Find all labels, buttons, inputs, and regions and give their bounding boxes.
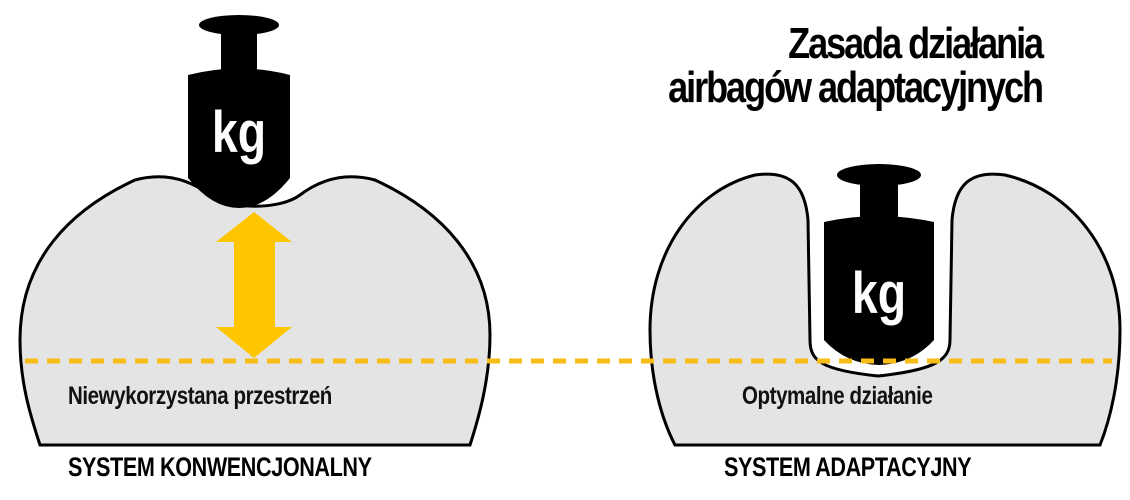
unused-space-label: Niewykorzystana przestrzeń	[68, 382, 332, 410]
svg-text:kg: kg	[212, 100, 266, 165]
title-line-2: airbagów adaptacyjnych	[668, 63, 1044, 112]
conventional-system-caption: SYSTEM KONWENCJONALNY	[68, 452, 372, 482]
adaptive-system-caption: SYSTEM ADAPTACYJNY	[724, 452, 972, 482]
title-line-1: Zasada działania	[788, 19, 1044, 68]
double-arrow-icon	[216, 212, 292, 358]
weight-icon-right: kg	[824, 164, 934, 365]
adaptive-airbag-shape	[648, 172, 1122, 447]
weight-icon-left: kg	[188, 15, 290, 208]
svg-text:kg: kg	[852, 261, 906, 326]
page-title: Zasada działania airbagów adaptacyjnych	[668, 19, 1044, 112]
optimal-operation-label: Optymalne działanie	[742, 382, 933, 410]
